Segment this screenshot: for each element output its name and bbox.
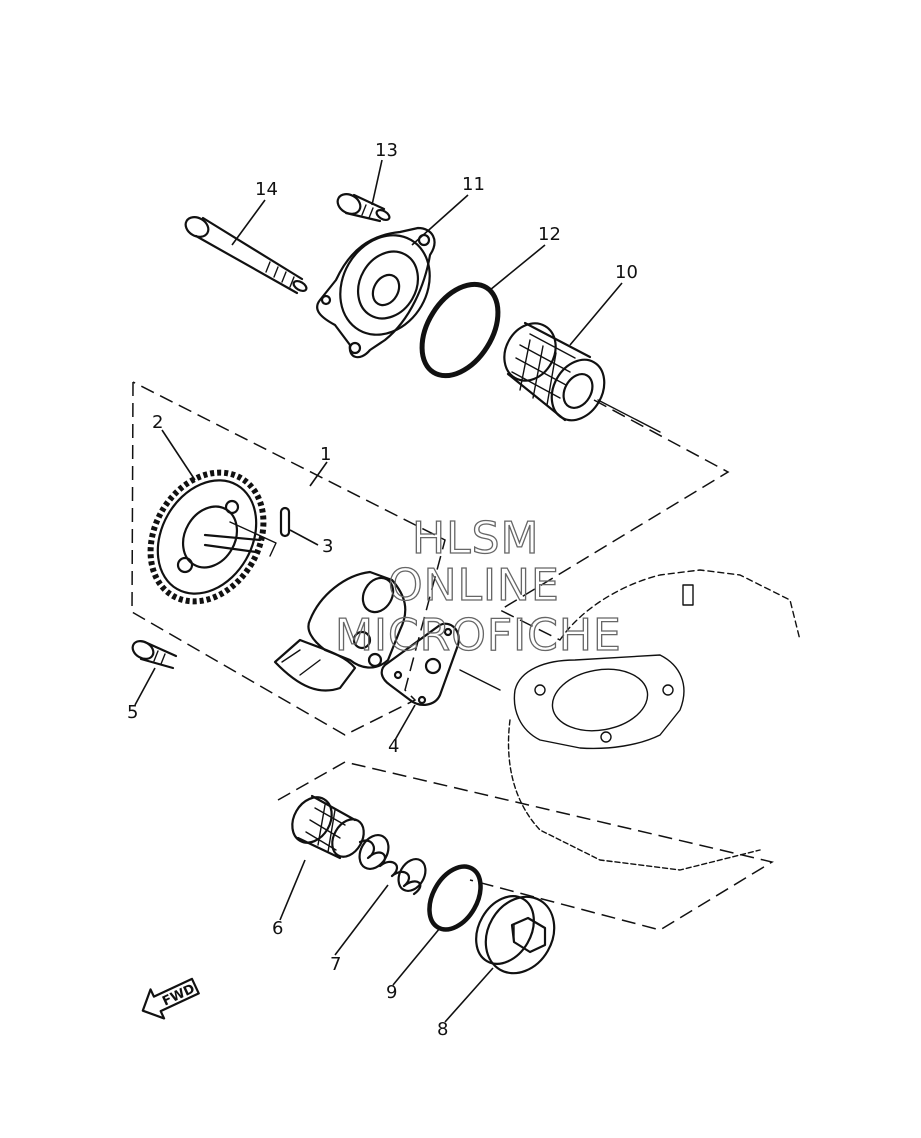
watermark-line-1: HLSM xyxy=(412,513,540,564)
callout-3: 3 xyxy=(322,536,333,557)
oil-filter-cover xyxy=(316,226,436,359)
oil-strainer xyxy=(291,794,365,860)
plug-o-ring xyxy=(427,864,483,932)
callout-11: 11 xyxy=(462,174,485,195)
oil-filter-element xyxy=(503,321,661,433)
callout-numbers: 13 14 11 12 10 2 1 3 5 4 6 7 9 8 xyxy=(127,140,638,1040)
pump-gasket xyxy=(380,622,501,706)
callout-14: 14 xyxy=(255,179,278,200)
short-bolt xyxy=(336,193,391,223)
watermark-line-2: ONLINE xyxy=(388,560,560,611)
callout-6: 6 xyxy=(272,918,283,939)
callout-13: 13 xyxy=(375,140,398,161)
leader-lines xyxy=(134,159,623,1023)
callout-5: 5 xyxy=(127,702,138,723)
watermark-line-3: MICROFICHE xyxy=(335,610,622,661)
callout-7: 7 xyxy=(330,954,341,975)
forward-arrow-icon: FWD xyxy=(141,977,200,1020)
pump-screw xyxy=(131,640,178,670)
callout-9: 9 xyxy=(386,982,397,1003)
crankcase-outline xyxy=(507,569,801,871)
oil-pump-drive-gear xyxy=(147,469,277,605)
engine-mount-boundary xyxy=(498,399,730,641)
callout-10: 10 xyxy=(615,262,638,283)
dowel-pin xyxy=(279,506,291,538)
callout-8: 8 xyxy=(437,1019,448,1040)
watermark: HLSM ONLINE MICROFICHE xyxy=(334,512,622,661)
oil-pump-body xyxy=(273,570,407,692)
strainer-assembly-boundary xyxy=(277,761,774,931)
compression-spring xyxy=(358,834,427,896)
filter-o-ring xyxy=(419,281,501,379)
callout-2: 2 xyxy=(152,412,163,433)
long-bolt xyxy=(184,216,308,295)
callout-1: 1 xyxy=(320,444,331,465)
oil-pump-assembly-boundary xyxy=(131,381,446,736)
callout-12: 12 xyxy=(538,224,561,245)
callout-4: 4 xyxy=(388,736,399,757)
drain-plug xyxy=(475,895,556,975)
